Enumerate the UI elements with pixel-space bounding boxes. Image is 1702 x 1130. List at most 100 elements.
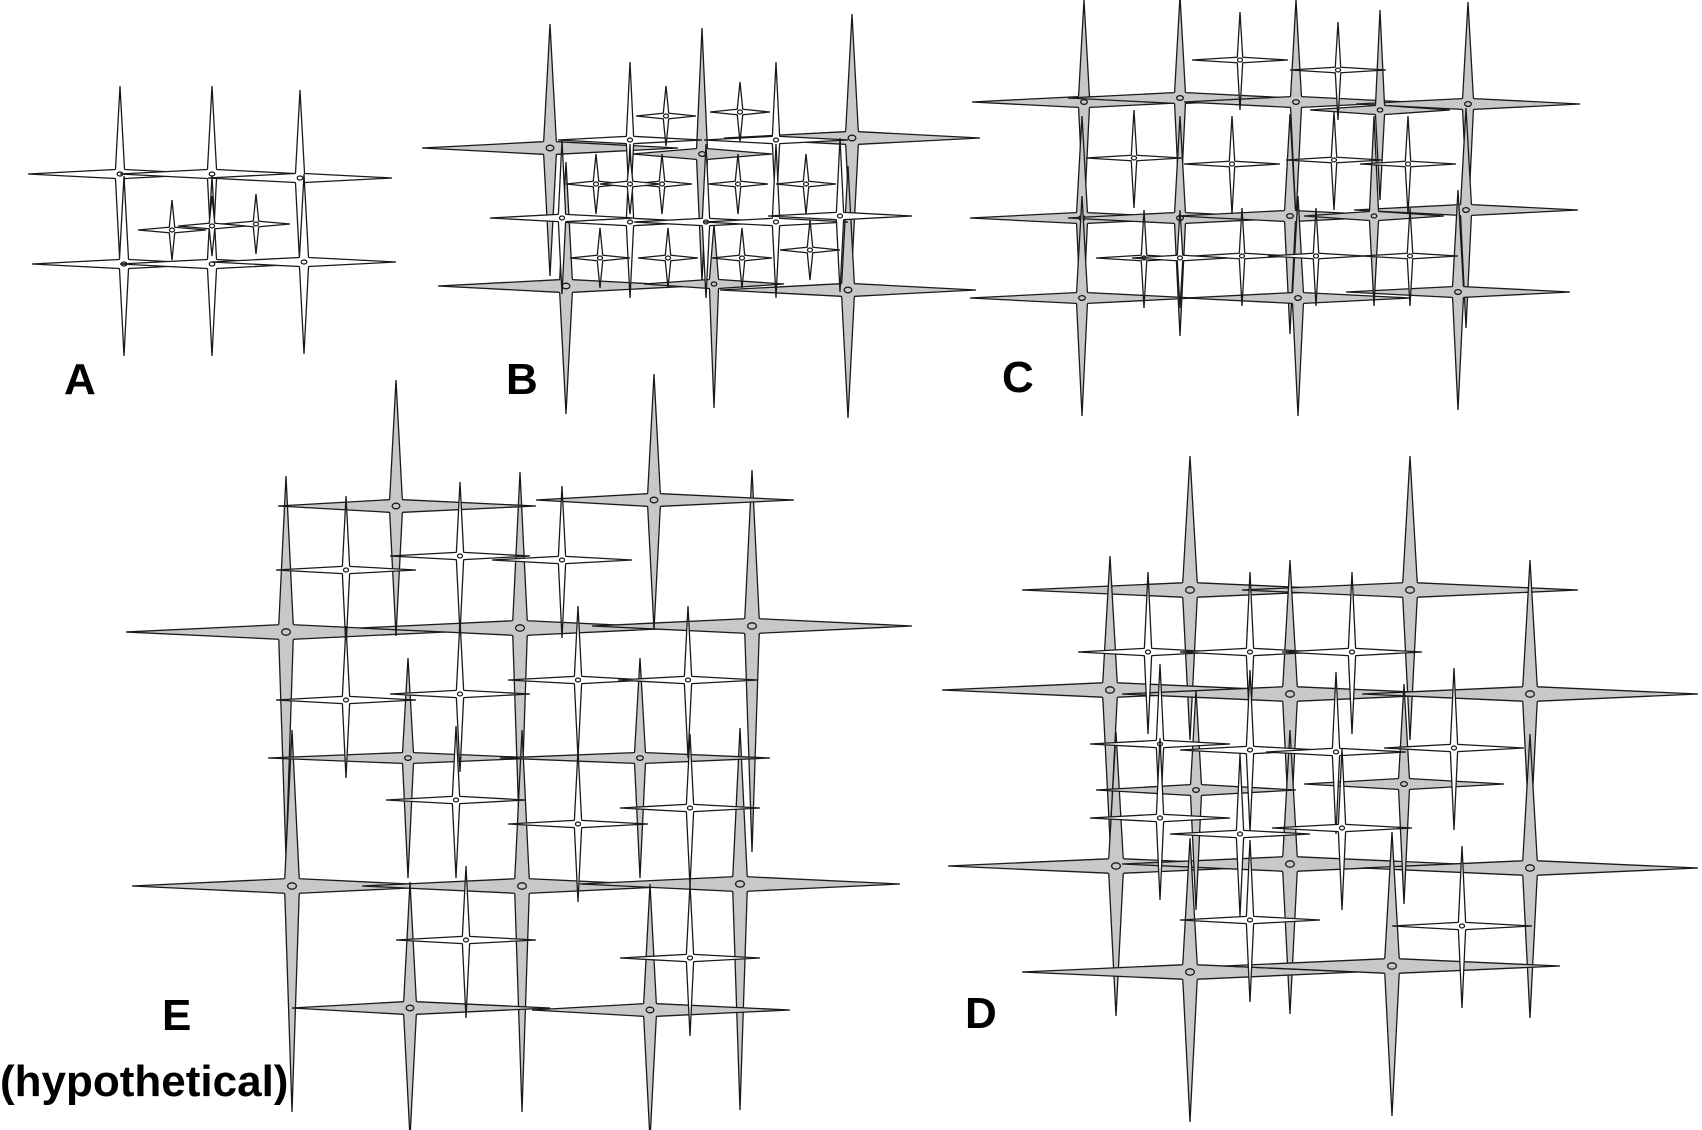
spicule-center: [772, 137, 780, 143]
spicule-large: [277, 379, 537, 637]
spicule-medium: [489, 139, 635, 295]
spicule-large: [579, 727, 901, 1111]
spicule-large: [1361, 733, 1699, 1019]
spicule-small: [137, 199, 207, 261]
spicule-center: [1238, 253, 1246, 259]
spicule-center: [296, 175, 304, 181]
spicule-small: [177, 195, 247, 257]
spicule-large: [1353, 107, 1579, 329]
spicule-medium: [491, 485, 633, 639]
spicule-center: [1332, 749, 1340, 755]
spicule-center: [1524, 864, 1536, 872]
spicule-small: [711, 227, 773, 289]
spicule-center: [1376, 107, 1384, 113]
spicule-center: [806, 247, 814, 253]
panel-e-label: E: [162, 991, 192, 1040]
panel-c-lattice: [969, 0, 1581, 417]
spicule-large: [421, 23, 679, 277]
spicule-center: [1338, 825, 1346, 831]
spicule-medium: [703, 61, 849, 217]
spicule-center: [1130, 155, 1138, 161]
spicule-medium: [507, 749, 649, 903]
spicule-center: [168, 227, 176, 233]
spicule-center: [452, 797, 460, 803]
panel-a-lattice: [27, 85, 397, 357]
spicule-center: [462, 937, 470, 943]
spicule-small: [1183, 115, 1281, 215]
spicule-medium: [557, 61, 703, 217]
spicule-center: [1284, 690, 1296, 698]
spicule-center: [847, 134, 857, 142]
spicule-center: [1236, 831, 1244, 837]
spicule-small: [599, 153, 661, 215]
spicule-center: [626, 181, 634, 187]
spicule-center: [802, 181, 810, 187]
panel-d-lattice: [941, 455, 1699, 1123]
spicule-center: [1246, 649, 1254, 655]
spicule-small: [1191, 11, 1289, 111]
spicule-center: [1246, 917, 1254, 923]
spicule-small: [707, 153, 769, 215]
spicule-center: [1080, 98, 1088, 106]
spicule-medium: [619, 733, 761, 887]
spicule-center: [1334, 67, 1342, 73]
spicule-center: [514, 624, 526, 632]
spicule-center: [1524, 690, 1536, 698]
spicule-center: [684, 677, 692, 683]
spicule-large: [1355, 1, 1581, 223]
spicule-large: [291, 881, 551, 1130]
spicule-large: [1095, 689, 1297, 911]
spicule-center: [342, 567, 350, 573]
spicule-center: [1454, 288, 1462, 296]
spicule-center: [404, 754, 412, 762]
spicule-medium: [703, 143, 849, 299]
spicule-center: [843, 286, 853, 294]
spicule-small: [1289, 21, 1387, 121]
spicule-center: [1330, 157, 1338, 163]
spicule-center: [836, 213, 844, 219]
spicule-center: [1386, 962, 1398, 970]
spicule-center: [456, 691, 464, 697]
spicule-large: [1361, 559, 1699, 845]
spicule-large: [719, 165, 977, 419]
spicule-large: [531, 883, 791, 1130]
spicule-center: [405, 1004, 415, 1012]
spicule-center: [686, 805, 694, 811]
spicule-medium: [275, 495, 417, 649]
spicule-medium: [619, 883, 761, 1037]
spicule-small: [1359, 115, 1457, 215]
spicule-center: [1236, 57, 1244, 63]
spicule-center: [558, 557, 566, 563]
spicule-medium: [1391, 845, 1533, 1009]
spicule-small: [1285, 111, 1383, 211]
spicule-center: [574, 821, 582, 827]
spicule-center: [1144, 649, 1152, 655]
spicule-medium: [395, 865, 537, 1019]
spicule-center: [698, 150, 706, 158]
spicule-center: [734, 181, 742, 187]
spicule-center: [1406, 253, 1414, 259]
spicule-center: [592, 181, 600, 187]
spicule-center: [300, 259, 308, 265]
spicule-large: [1309, 9, 1451, 201]
spicule-small: [779, 219, 841, 281]
spicule-center: [1450, 745, 1458, 751]
spicule-center: [1458, 923, 1466, 929]
spicule-large: [207, 89, 393, 271]
spicule-small: [569, 227, 631, 289]
spicule-center: [636, 754, 644, 762]
spicule-center: [662, 113, 670, 119]
spicule-medium: [275, 625, 417, 779]
panel-e-subtitle: (hypothetical): [0, 1057, 289, 1106]
spicule-small: [637, 227, 699, 289]
spicule-center: [342, 697, 350, 703]
spicule-large: [211, 173, 397, 355]
spicule-large: [1303, 683, 1505, 905]
spicule-large: [1241, 455, 1579, 741]
spicule-small: [709, 81, 771, 143]
spicule-center: [596, 255, 604, 261]
spicule-center: [545, 144, 555, 152]
spicule-medium: [1383, 667, 1525, 831]
spicule-center: [516, 882, 528, 890]
spicule-large: [535, 373, 795, 631]
